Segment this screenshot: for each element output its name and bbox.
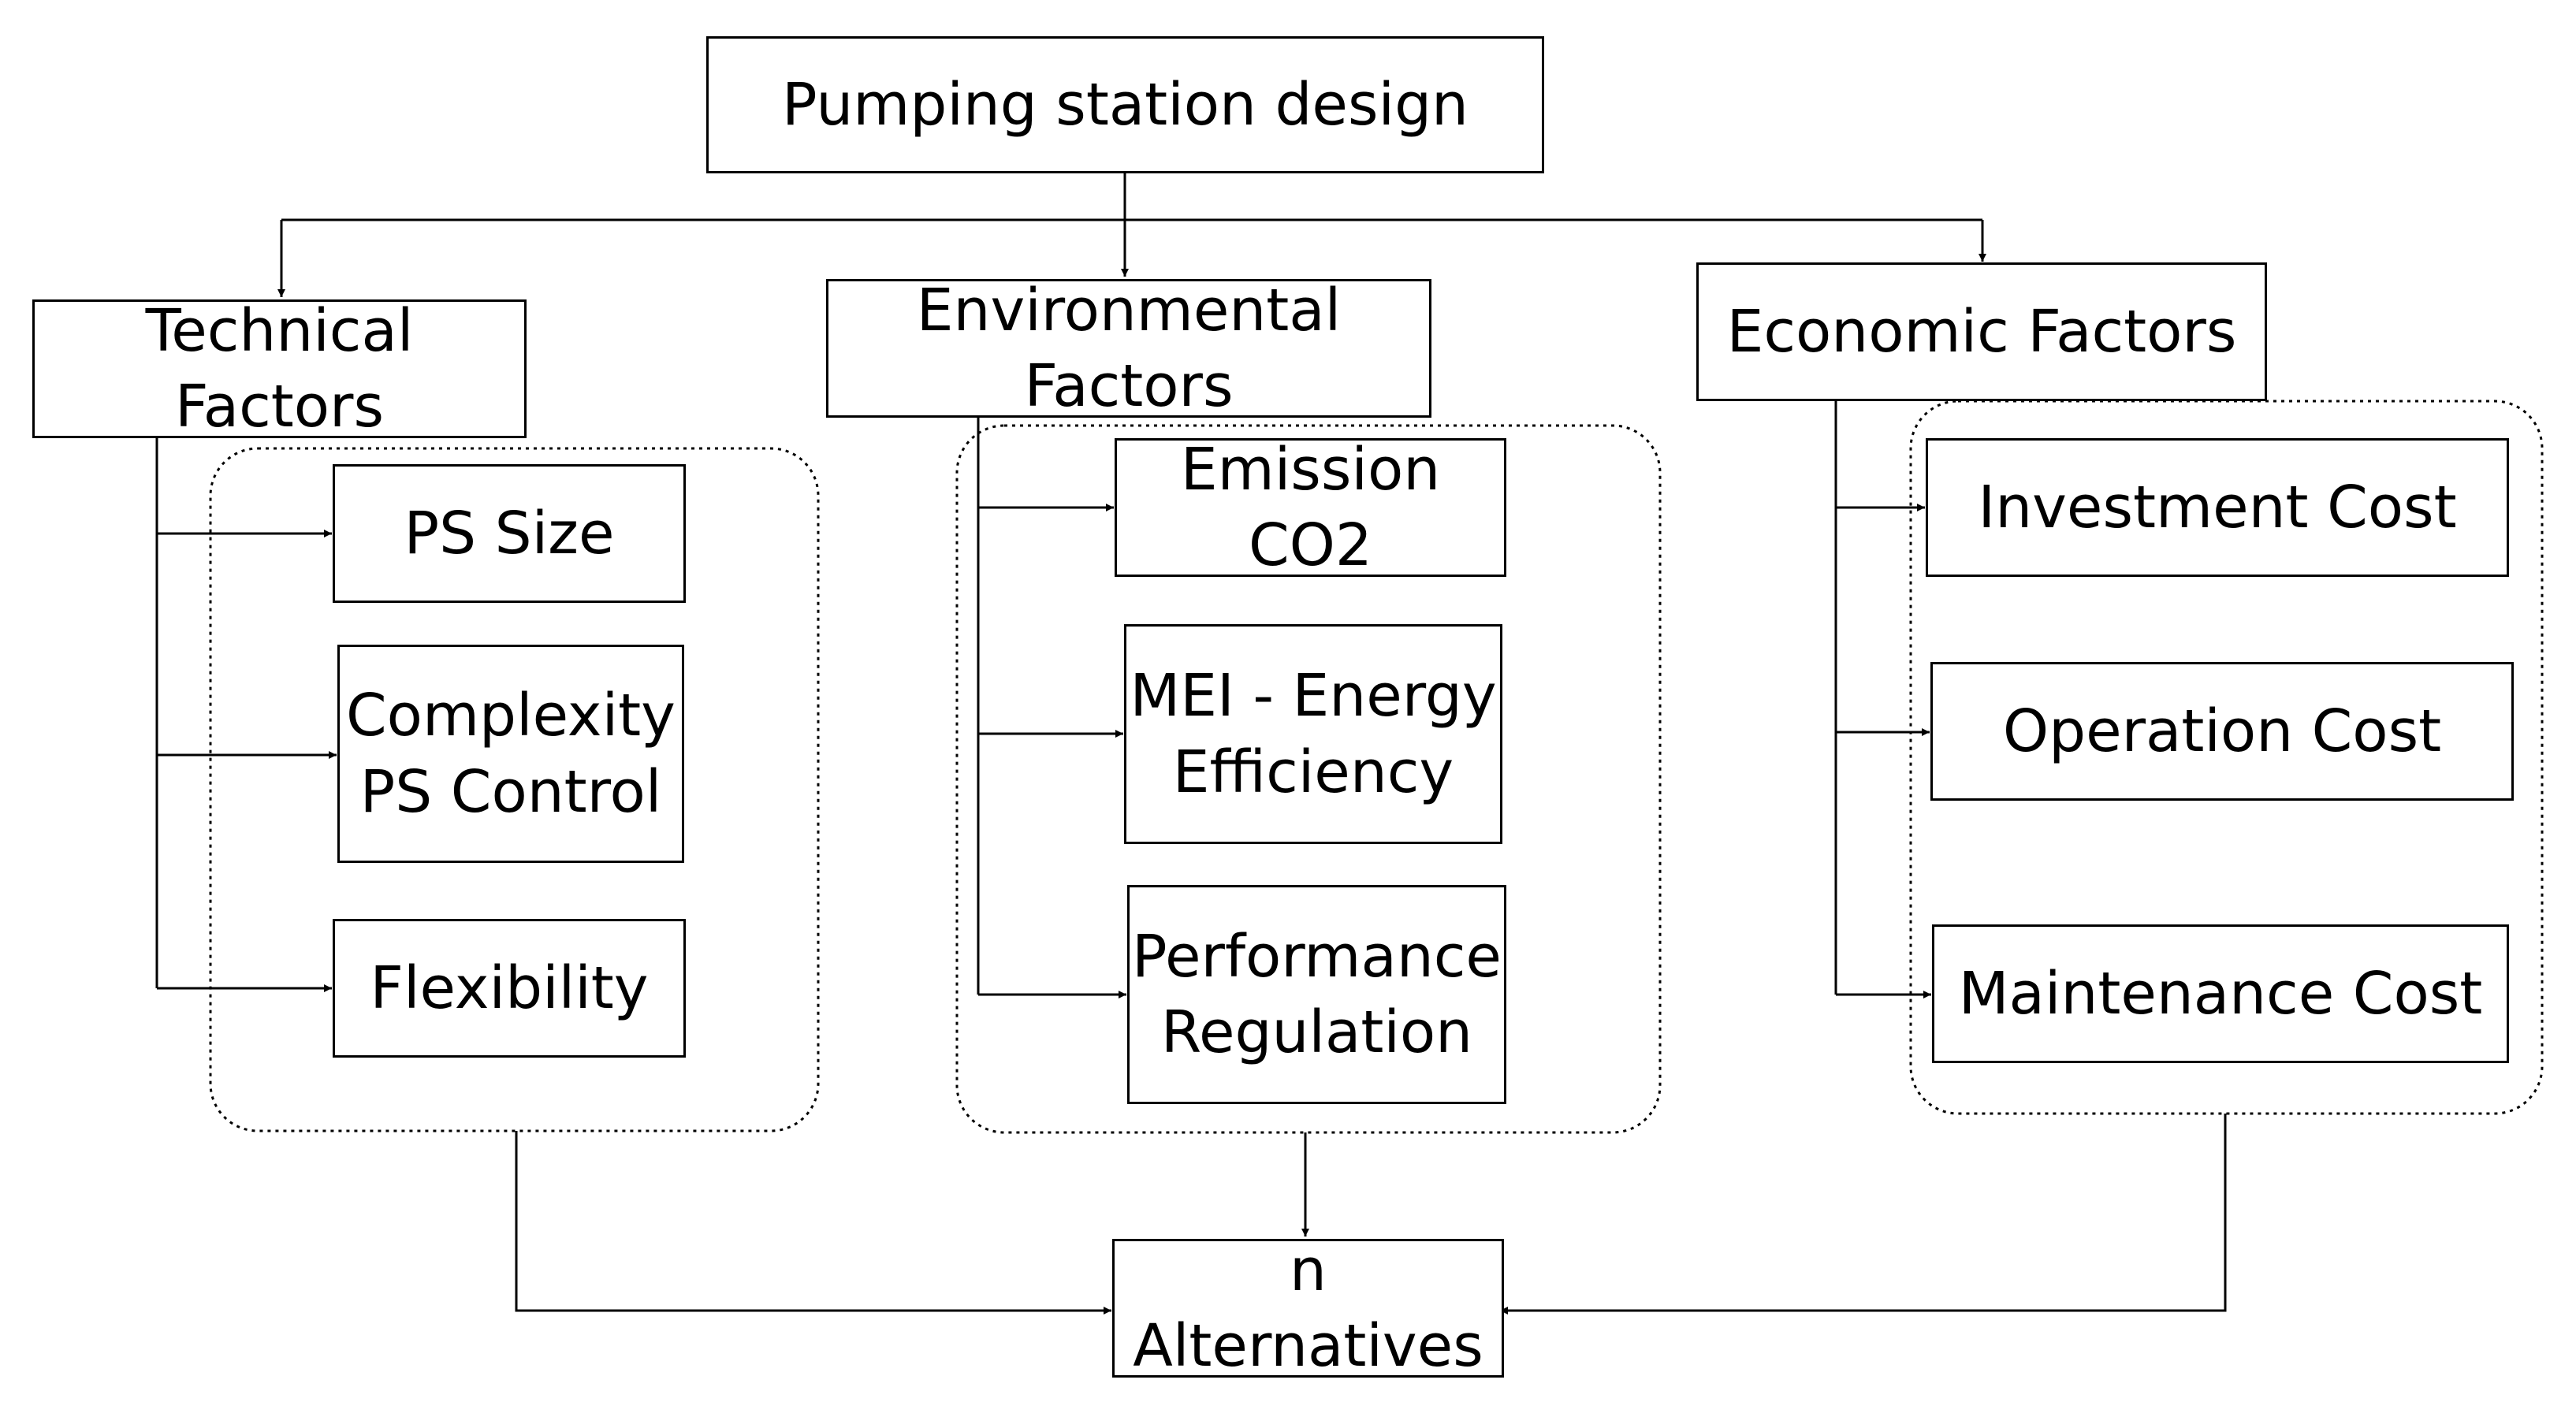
flexibility-label: Flexibility xyxy=(370,954,649,1022)
technical-factors-label: Technical Factors xyxy=(145,296,414,441)
economic-factors-label: Economic Factors xyxy=(1726,297,2237,366)
maintenance-cost-label: Maintenance Cost xyxy=(1958,959,2483,1028)
operation-cost-box: Operation Cost xyxy=(1930,662,2514,801)
flexibility-box: Flexibility xyxy=(333,919,686,1058)
emission-co2-box: Emission CO2 xyxy=(1115,436,1506,579)
n-alternatives-label: n Alternatives xyxy=(1133,1236,1483,1380)
root-box: Pumping station design xyxy=(706,36,1544,173)
environmental-group-container xyxy=(955,424,1662,1134)
ps-size-label: PS Size xyxy=(404,499,615,567)
technical-to-alternatives xyxy=(515,1131,1111,1315)
technical-group-container xyxy=(209,447,820,1132)
maintenance-cost-box: Maintenance Cost xyxy=(1932,924,2509,1063)
n-alternatives-box: n Alternatives xyxy=(1112,1237,1504,1380)
complexity-ps-control-label: Complexity PS Control xyxy=(346,682,676,826)
performance-regulation-box: Performance Regulation xyxy=(1127,885,1506,1104)
operation-cost-label: Operation Cost xyxy=(2002,697,2442,765)
mei-energy-efficiency-box: MEI - Energy Efficiency xyxy=(1124,624,1502,844)
technical-factors-box: Technical Factors xyxy=(32,297,527,441)
environmental-factors-label: Environmental Factors xyxy=(916,276,1342,420)
emission-co2-label: Emission CO2 xyxy=(1180,435,1441,579)
investment-cost-label: Investment Cost xyxy=(1978,473,2457,541)
environmental-factors-box: Environmental Factors xyxy=(826,277,1431,420)
complexity-ps-control-box: Complexity PS Control xyxy=(337,645,684,863)
economic-factors-box: Economic Factors xyxy=(1696,262,2267,401)
investment-cost-box: Investment Cost xyxy=(1926,438,2509,577)
root-label: Pumping station design xyxy=(782,70,1469,139)
performance-regulation-label: Performance Regulation xyxy=(1132,922,1502,1066)
mei-energy-efficiency-label: MEI - Energy Efficiency xyxy=(1130,662,1497,806)
economic-to-alternatives xyxy=(1500,1114,2227,1315)
ps-size-box: PS Size xyxy=(333,464,686,603)
